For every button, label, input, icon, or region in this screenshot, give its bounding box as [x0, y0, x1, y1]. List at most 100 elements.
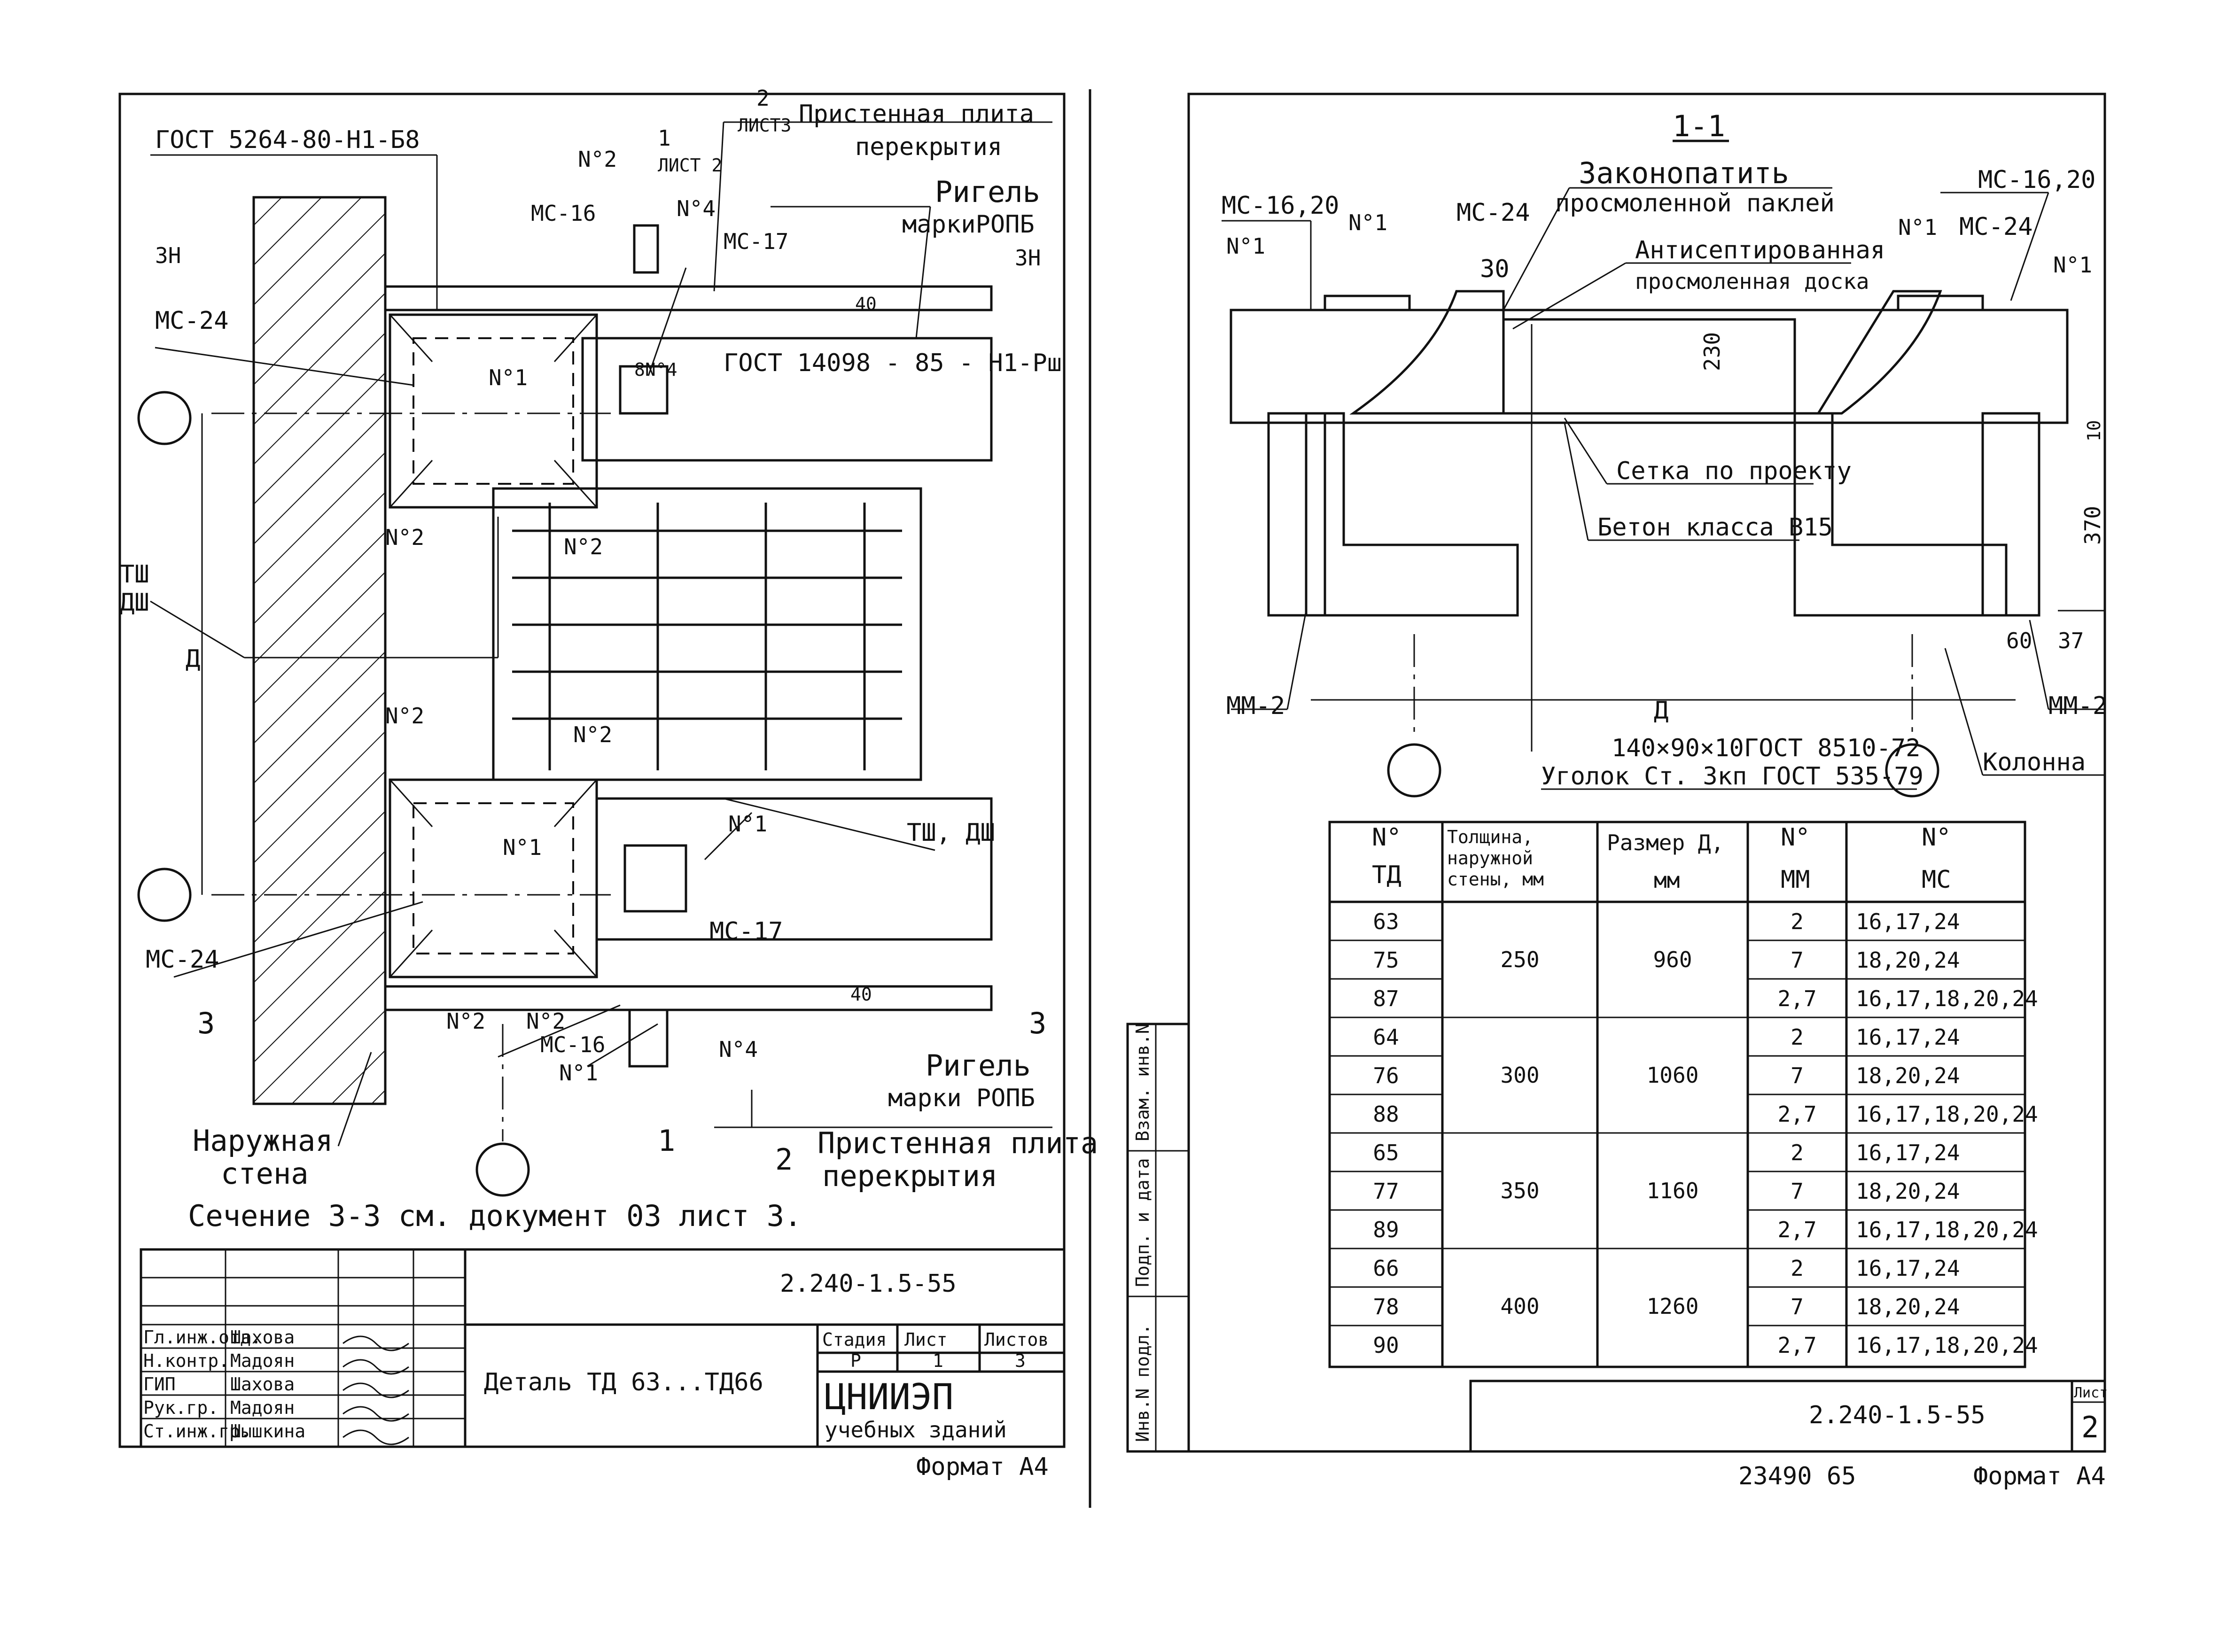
label-ms16-bot: МС-16	[540, 1032, 605, 1057]
role-0: Гл.инж.отд.	[143, 1327, 262, 1348]
section-title-1-1: 1-1	[1673, 109, 1725, 143]
axis-circle-1	[137, 391, 192, 445]
table-cell-td: 76	[1373, 1063, 1399, 1088]
label-column: Колонна	[1983, 748, 2086, 776]
label-rigel-mark-top: маркиРОПБ	[902, 210, 1035, 239]
label-mesh: Сетка по проекту	[1616, 457, 1852, 485]
label-ext-wall: Наружная	[193, 1124, 333, 1158]
left-doc-code: 2.240-1.5-55	[780, 1270, 957, 1298]
label-ms24-a: МС-24	[1456, 199, 1530, 227]
rigel-top	[581, 337, 993, 462]
label-rigel-top: Ригель	[935, 175, 1040, 209]
label-ms24-lower: МС-24	[146, 946, 219, 974]
label-wall-slab-bot: Пристенная плита	[818, 1126, 1098, 1160]
table-cell-td: 65	[1373, 1140, 1399, 1165]
sheet-label: Лист	[904, 1329, 948, 1350]
label-sec3-left: 3	[197, 1006, 215, 1040]
label-antiseptic: Антисептированная	[1635, 236, 1885, 264]
column-top-inner	[413, 337, 574, 485]
leaders-right	[1222, 187, 2105, 790]
label-ms24-b: МС-24	[1959, 213, 2033, 241]
stage-label: Стадия	[822, 1329, 887, 1350]
section-concrete	[1502, 318, 1796, 415]
axis-circle-3	[475, 1142, 530, 1197]
sheet-value: 1	[933, 1350, 943, 1371]
label-caulk: Законопатить	[1579, 156, 1789, 190]
table-cell-ms: 16,17,24	[1856, 1256, 1960, 1281]
label-mm2-right: ММ-2	[2048, 692, 2107, 720]
label-n1-center: N°1	[503, 835, 542, 860]
th-thick-1: Толщина,	[1447, 827, 1533, 847]
label-sec3-right: 3	[1029, 1006, 1046, 1040]
th-size-2: мм	[1654, 868, 1680, 893]
name-2: Шахова	[230, 1374, 295, 1395]
table-cell-mm: 7	[1791, 947, 1804, 973]
th-mm-2: ММ	[1781, 866, 1810, 894]
label-dim60: 60	[2006, 628, 2032, 653]
label-dim30: 30	[1480, 255, 1510, 283]
table-cell-ms: 16,17,18,20,24	[1856, 1101, 2038, 1127]
label-dim37: 37	[2058, 628, 2084, 653]
label-dim40-top: 40	[855, 294, 877, 314]
side-stamp-0: Инв.N подл.	[1132, 1324, 1153, 1442]
name-0: Шахова	[230, 1327, 295, 1348]
label-ms17-top: МС-17	[724, 229, 788, 254]
column-top	[389, 313, 598, 509]
label-wall-slab-top2: перекрытия	[855, 133, 1002, 161]
table-cell-ms: 18,20,24	[1856, 1063, 1960, 1088]
table-cell-mm: 2,7	[1777, 1217, 1816, 1242]
label-n1-b: N°1	[1226, 233, 1265, 259]
right-title-block: 2.240-1.5-55 Лист 2	[1469, 1380, 2108, 1453]
label-n2-mid2: N°2	[564, 534, 603, 559]
table-cell-td: 64	[1373, 1024, 1399, 1050]
label-n2-lower2: N°2	[573, 722, 612, 747]
label-gost-5264: ГОСТ 5264-80-Н1-Б8	[155, 126, 420, 154]
label-tsh: ТШ	[120, 560, 149, 589]
table-cell-ms: 16,17,18,20,24	[1856, 986, 2038, 1011]
table-cell-thickness: 350	[1500, 1178, 1539, 1203]
label-n2-lower1: N°2	[385, 703, 424, 729]
label-caulk2: просмоленной паклей	[1555, 189, 1835, 217]
table-cell-td: 66	[1373, 1256, 1399, 1281]
table-cell-ms: 18,20,24	[1856, 947, 1960, 973]
label-dim40-lower: 40	[850, 984, 872, 1005]
label-n2-bot1: N°2	[446, 1008, 485, 1034]
label-zn-left: 3Н	[155, 243, 181, 268]
sheets-label: Листов	[984, 1329, 1049, 1350]
label-n1-d: N°1	[2053, 252, 2092, 278]
section-note: Сечение 3-3 см. документ 03 лист 3.	[188, 1199, 802, 1233]
table-cell-td: 89	[1373, 1217, 1399, 1242]
role-3: Рук.гр.	[143, 1397, 218, 1418]
table-cell-ms: 16,17,18,20,24	[1856, 1333, 2038, 1358]
table-cell-mm: 2,7	[1777, 1101, 1816, 1127]
label-ms1620-left: МС-16,20	[1222, 192, 1339, 220]
left-format: Формат А4	[916, 1453, 1049, 1481]
role-2: ГИП	[143, 1374, 176, 1395]
label-angle2: Уголок Ст. 3кп ГОСТ 535-79	[1541, 762, 1923, 791]
table-cell-size-d: 1160	[1647, 1178, 1699, 1203]
table-cell-td: 75	[1373, 947, 1399, 973]
section-slab	[1230, 309, 2069, 424]
label-tsh-dsh: ТШ, ДШ	[907, 819, 995, 847]
table-cell-size-d: 1260	[1647, 1294, 1699, 1319]
label-dim-d: Д	[186, 645, 200, 673]
spec-table: N° ТД Толщина, наружной стены, мм Размер…	[1328, 821, 2038, 1368]
section-wall-left	[1349, 290, 1505, 415]
right-format: Формат А4	[1973, 1462, 2106, 1490]
table-cell-td: 88	[1373, 1101, 1399, 1127]
axis-circle-right-2	[1885, 743, 1939, 798]
label-ms24-top: МС-24	[155, 307, 229, 335]
table-cell-td: 78	[1373, 1294, 1399, 1319]
label-ms17-lower: МС-17	[709, 917, 783, 946]
label-list3: ЛИСТ3	[738, 115, 791, 136]
label-n4-weld: 8N°4	[634, 359, 677, 380]
label-dim10: 10	[2084, 420, 2104, 442]
slab-top	[384, 285, 993, 311]
plate-top	[619, 365, 669, 415]
label-antiseptic2: просмоленная доска	[1635, 269, 1869, 294]
rebar-grid	[512, 503, 902, 770]
right-bottom-code: 23490 65	[1738, 1462, 1856, 1490]
th-thick-2: наружной	[1447, 848, 1533, 869]
org-sub: учебных зданий	[825, 1417, 1007, 1443]
